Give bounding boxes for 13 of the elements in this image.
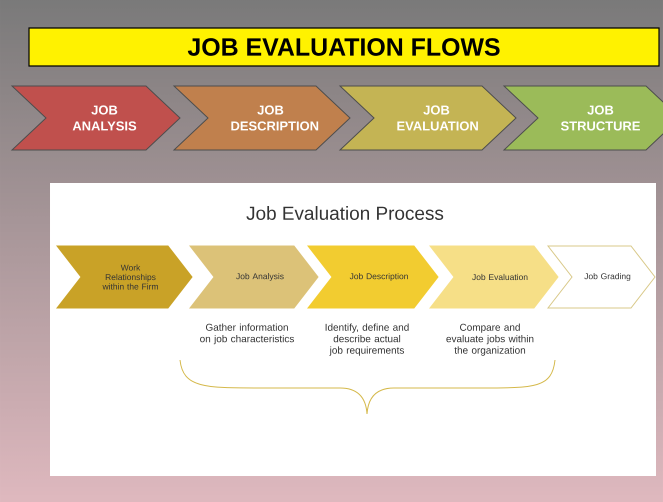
step-description: Identify, define and describe actual job requirements bbox=[326, 324, 409, 356]
process-step: Job Analysis bbox=[189, 246, 319, 308]
process-step: Job Grading bbox=[547, 246, 656, 308]
process-step: JOB STRUCTURE bbox=[502, 86, 663, 150]
title-banner: JOB EVALUATION FLOWS bbox=[28, 27, 660, 67]
process-step: JOB DESCRIPTION bbox=[172, 86, 351, 150]
process-step: Work Relationships within the Firm bbox=[56, 246, 193, 308]
process-step: JOB EVALUATION bbox=[338, 86, 517, 150]
process-step: Job Description bbox=[307, 246, 439, 308]
process-step: Job Evaluation bbox=[429, 246, 559, 308]
step-description: Compare and evaluate jobs within the organization bbox=[446, 324, 534, 356]
process-step: JOB ANALYSIS bbox=[10, 86, 181, 150]
step-description: Gather information on job characteristics bbox=[200, 324, 294, 344]
